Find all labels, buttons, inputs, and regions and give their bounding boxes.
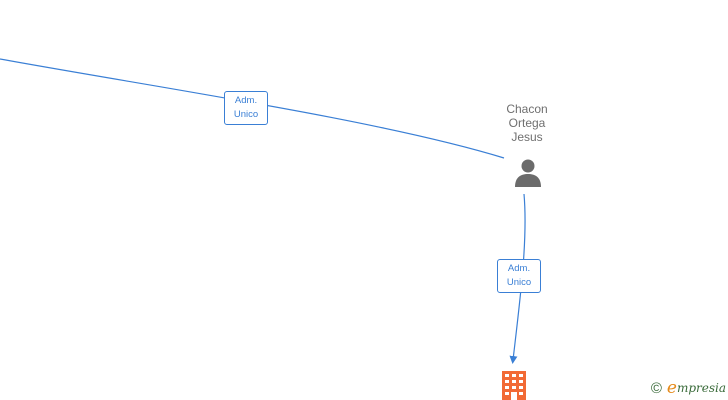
copyright-symbol: ©: [650, 379, 662, 397]
edge-label-1-line-2: Unico: [233, 109, 259, 120]
logo-wordmark: mpresia: [676, 381, 726, 395]
person-name-line-3: Jesus: [511, 130, 543, 144]
person-name-label[interactable]: Chacon Ortega Jesus: [486, 102, 568, 144]
building-icon[interactable]: [502, 371, 526, 400]
edge-label-adm-unico-2[interactable]: Adm. Unico: [497, 259, 541, 293]
logo-initial: e: [666, 378, 677, 398]
person-icon[interactable]: [513, 157, 543, 187]
edge-label-adm-unico-1[interactable]: Adm. Unico: [224, 91, 268, 125]
empresia-logo[interactable]: © e mpresia: [650, 378, 726, 398]
edge-label-2-line-1: Adm.: [507, 263, 531, 274]
person-name-line-1: Chacon: [506, 102, 548, 116]
edge-label-2-line-2: Unico: [506, 277, 532, 288]
edge-label-1-line-1: Adm.: [234, 95, 258, 106]
person-name-line-2: Ortega: [508, 116, 546, 130]
